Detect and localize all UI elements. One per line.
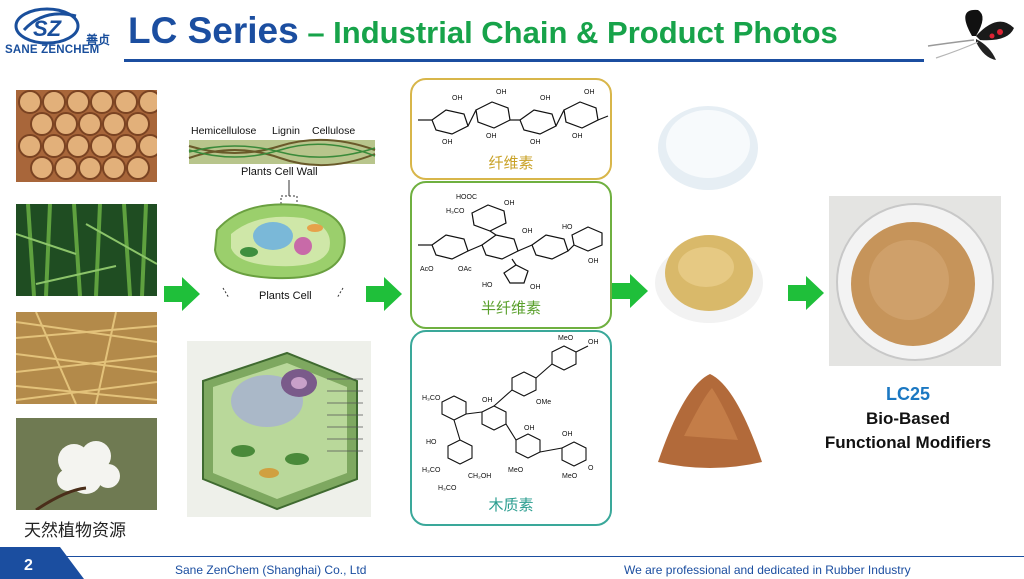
- svg-text:HOOC: HOOC: [456, 194, 477, 201]
- svg-text:MeO: MeO: [508, 467, 524, 474]
- svg-text:OH: OH: [482, 397, 493, 404]
- flow-arrow-icon: [788, 276, 824, 310]
- product-desc-line1: Bio-Based: [865, 409, 951, 428]
- svg-text:H₃CO: H₃CO: [422, 467, 441, 474]
- footer-bar: [0, 557, 1024, 579]
- plant-cell-label: Plants Cell: [259, 290, 312, 302]
- flow-arrow-icon: [366, 277, 402, 311]
- svg-text:OH: OH: [486, 133, 497, 140]
- logo-chinese-name: 善贞: [86, 33, 111, 47]
- plant-resources-label: 天然植物资源: [24, 521, 126, 540]
- footer-divider: [0, 556, 1024, 557]
- cell-wall-label: Plants Cell Wall: [241, 166, 318, 178]
- svg-text:HO: HO: [482, 282, 493, 289]
- svg-text:SZ: SZ: [33, 16, 63, 41]
- svg-text:OH: OH: [524, 425, 535, 432]
- svg-text:OH: OH: [572, 133, 583, 140]
- lignin-label: Lignin: [272, 125, 300, 137]
- svg-text:MeO: MeO: [558, 335, 574, 342]
- white-powder-photo: [658, 106, 758, 190]
- title-sub: – Industrial Chain & Product Photos: [298, 15, 838, 50]
- footer-tagline: We are professional and dedicated in Rub…: [624, 563, 911, 577]
- svg-text:HO: HO: [562, 224, 573, 231]
- svg-text:OH: OH: [588, 258, 599, 265]
- flow-arrow-icon: [612, 274, 648, 308]
- yellow-powder-photo: [655, 235, 763, 323]
- plant-cell-illustration: [187, 341, 371, 517]
- svg-text:OH: OH: [530, 284, 541, 291]
- svg-text:OH: OH: [530, 139, 541, 146]
- lignin-cn-label: 木质素: [488, 496, 534, 514]
- flow-arrow-icon: [164, 277, 200, 311]
- svg-text:H₃CO: H₃CO: [422, 395, 441, 402]
- cellulose-structure-box: OH OH OH OH OH OH OH OH 纤维素: [410, 78, 612, 180]
- svg-text:HO: HO: [426, 439, 437, 446]
- svg-text:MeO: MeO: [562, 473, 578, 480]
- cotton-photo: [16, 418, 157, 510]
- product-description: Bio-Based Functional Modifiers: [800, 407, 1016, 455]
- svg-text:H₃CO: H₃CO: [446, 208, 465, 215]
- product-desc-line2: Functional Modifiers: [824, 433, 992, 452]
- svg-text:OH: OH: [562, 431, 573, 438]
- svg-text:OH: OH: [540, 95, 551, 102]
- hemicellulose-label: Hemicellulose: [191, 125, 257, 137]
- logo-text: SANE ZENCHEM: [5, 44, 100, 56]
- svg-text:OH: OH: [442, 139, 453, 146]
- svg-text:OH: OH: [522, 228, 533, 235]
- sane-zenchem-logo-icon: SZ: [14, 7, 80, 45]
- page-number: 2: [24, 557, 33, 574]
- butterfly-image: [927, 9, 1014, 60]
- straw-photo: [16, 312, 157, 404]
- cellulose-label: 纤维素: [488, 154, 534, 172]
- svg-text:OH: OH: [584, 89, 595, 96]
- footer-company: Sane ZenChem (Shanghai) Co., Ltd: [175, 563, 367, 577]
- title-main: LC Series: [128, 10, 299, 51]
- hemicellulose-cn-label: 半纤维素: [480, 299, 541, 317]
- svg-text:CH₂OH: CH₂OH: [468, 473, 491, 480]
- svg-text:OH: OH: [496, 89, 507, 96]
- wood-logs-photo: [16, 90, 157, 182]
- lc25-product-photo: [829, 196, 1001, 366]
- svg-text:O: O: [588, 465, 594, 472]
- svg-text:OAc: OAc: [458, 266, 472, 273]
- plant-cell-wall-diagram: Hemicellulose Lignin Cellulose Plants Ce…: [188, 125, 376, 302]
- cellulose-structure-icon: OH OH OH OH OH OH OH OH: [418, 89, 609, 146]
- svg-text:OH: OH: [504, 200, 515, 207]
- bamboo-photo: [16, 204, 157, 296]
- svg-text:H₃CO: H₃CO: [438, 485, 457, 492]
- product-name: LC25: [885, 384, 930, 404]
- header-divider: [124, 59, 924, 62]
- slide-title: LC Series – Industrial Chain & Product P…: [128, 10, 838, 52]
- svg-text:OH: OH: [452, 95, 463, 102]
- page-number-badge: [0, 547, 84, 579]
- cellulose-label: Cellulose: [312, 125, 355, 137]
- svg-text:OH: OH: [588, 339, 599, 346]
- svg-text:OMe: OMe: [536, 399, 551, 406]
- svg-text:AcO: AcO: [420, 266, 434, 273]
- brown-powder-photo: [658, 374, 762, 468]
